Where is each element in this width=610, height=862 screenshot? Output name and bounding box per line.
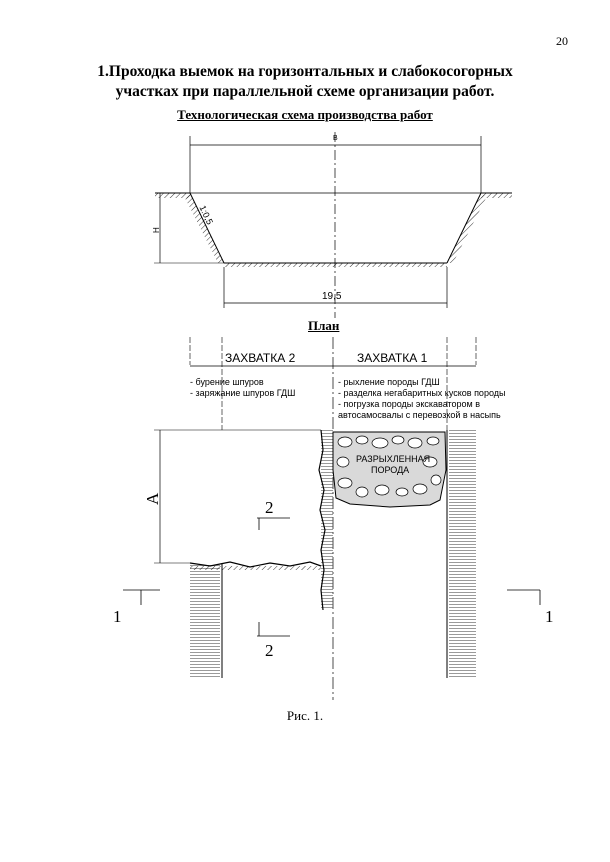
bottom-hatch <box>224 263 447 267</box>
right-wall-hatch <box>449 430 476 678</box>
subtitle: Технологическая схема производства работ <box>177 107 433 122</box>
height-label: H <box>152 227 161 233</box>
section-2-label-top: 2 <box>265 498 274 517</box>
zone-2-task: - заряжание шпуров ГДШ <box>190 388 295 398</box>
width-label: B <box>333 135 338 142</box>
zone-1-task: - погрузка породы экскаватором в <box>338 399 480 409</box>
zone-2-label: ЗАХВАТКА 2 <box>225 351 296 365</box>
section-1-label-right: 1 <box>545 607 554 626</box>
right-slope <box>447 193 487 263</box>
zone-2-task: - бурение шпуров <box>190 377 264 387</box>
zone-1-task: - рыхление породы ГДШ <box>338 377 440 387</box>
rock-pieces <box>336 435 442 498</box>
zone-1-label: ЗАХВАТКА 1 <box>357 351 428 365</box>
zone-1-task: - разделка негабаритных кусков породы <box>338 388 505 398</box>
loosened-rock-label: ПОРОДА <box>371 465 409 475</box>
zone-2-face <box>189 561 322 568</box>
section-2-label-bottom: 2 <box>265 641 274 660</box>
left-wall-hatch <box>190 563 220 678</box>
middle-wall-hatch <box>321 430 333 610</box>
page-number: 20 <box>556 34 568 48</box>
page-title: 1.Проходка выемок на горизонтальных и сл… <box>0 62 610 102</box>
figure-caption: Рис. 1. <box>286 708 324 723</box>
plan: ЗАХВАТКА 2 ЗАХВАТКА 1 - бурение шпуров -… <box>113 337 554 700</box>
zone-boundary <box>318 429 326 611</box>
ground-hatch-left <box>155 193 190 198</box>
title-line-1: 1.Проходка выемок на горизонтальных и сл… <box>97 63 513 80</box>
left-slope <box>184 193 224 263</box>
zone-1-task: автосамосвалы с перевозкой в насыпь <box>338 410 501 420</box>
dimension-a-label: A <box>143 492 162 505</box>
cross-section: B H 1:0,5 19,5 <box>152 132 512 318</box>
loosened-rock-label: РАЗРЫХЛЕННАЯ <box>356 454 430 464</box>
title-line-2: участках при параллельной схеме организа… <box>115 83 495 100</box>
ground-hatch-right <box>481 193 512 198</box>
plan-title: План <box>308 318 340 333</box>
bottom-width-label: 19,5 <box>322 291 342 302</box>
section-1-label-left: 1 <box>113 607 122 626</box>
